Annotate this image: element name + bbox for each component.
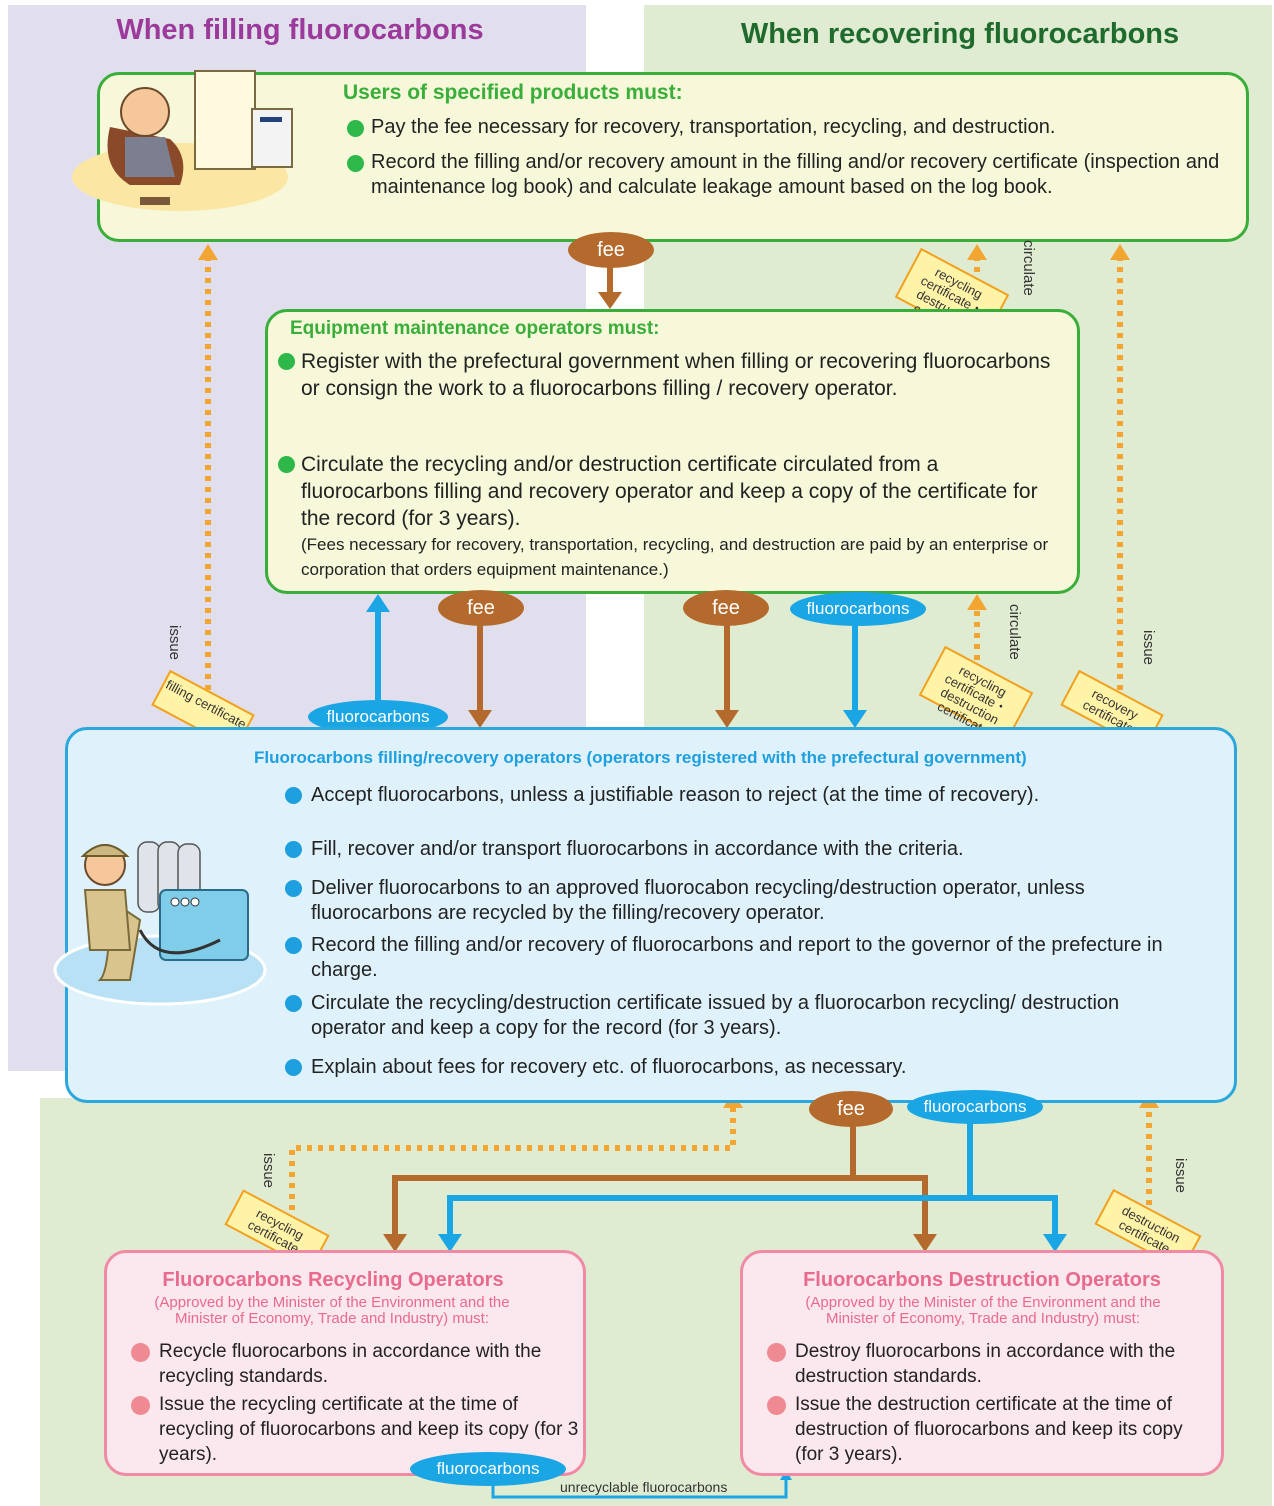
operators-item-4: Record the filling and/or recovery of fl…	[311, 934, 1163, 981]
unrecyclable-line	[491, 1478, 788, 1499]
unrecyclable-label: unrecyclable fluorocarbons	[560, 1479, 728, 1495]
fee-arrow-to-operators-right	[715, 622, 739, 728]
operators-item-3: Deliver fluorocarbons to an approved flu…	[311, 877, 1085, 924]
issue-label-bottom-right: issue	[1172, 1158, 1189, 1194]
operators-item-5: Circulate the recycling/destruction cert…	[311, 992, 1120, 1039]
users-bullet-icon	[347, 120, 364, 137]
users-item-1: Pay the fee necessary for recovery, tran…	[371, 116, 1056, 138]
operators-item-2: Fill, recover and/or transport fluorocar…	[311, 838, 964, 860]
filling-recovery-operators-box: Fluorocarbons filling/recovery operators…	[53, 727, 1237, 1103]
destruction-subtitle: (Approved by the Minister of the Environ…	[805, 1294, 1161, 1327]
recycling-item-1: Recycle fluorocarbons in accordance with…	[159, 1341, 542, 1387]
issue-label-right: issue	[1140, 630, 1157, 666]
fluorocarbons-badge-unrecyclable: fluorocarbons	[410, 1452, 566, 1486]
equipment-item-1: Register with the prefectural government…	[301, 350, 1051, 400]
fee-badge-users: fee	[568, 232, 654, 268]
fluorocarbons-badge-middle: fluorocarbons	[790, 592, 926, 626]
recycling-operators-box: Fluorocarbons Recycling Operators (Appro…	[104, 1250, 586, 1476]
operators-item-1: Accept fluorocarbons, unless a justifiab…	[311, 784, 1040, 806]
fee-arrow-users-to-equipment	[598, 265, 622, 309]
operators-item-6: Explain about fees for recovery etc. of …	[311, 1056, 907, 1078]
fee-arrow-equipment-to-operators	[468, 622, 492, 728]
users-title: Users of specified products must:	[343, 81, 683, 104]
users-item-2: Record the filling and/or recovery amoun…	[371, 151, 1220, 198]
recycling-subtitle: (Approved by the Minister of the Environ…	[154, 1294, 510, 1327]
equipment-bullet-icon	[278, 456, 295, 473]
fluorocarbons-arrow-down-to-operators	[843, 622, 867, 728]
operators-title: Fluorocarbons filling/recovery operators…	[254, 748, 1027, 767]
recycling-title: Fluorocarbons Recycling Operators	[162, 1269, 504, 1291]
equipment-box: Equipment maintenance operators must: Re…	[265, 309, 1080, 594]
filling-section-title: When filling fluorocarbons	[116, 14, 484, 46]
operators-bullet-icon	[285, 880, 302, 897]
recycling-bullet-icon	[131, 1396, 150, 1415]
operators-bullet-icon	[285, 1059, 302, 1076]
destruction-operators-box: Fluorocarbons Destruction Operators (App…	[740, 1250, 1224, 1476]
operators-bullet-icon	[285, 995, 302, 1012]
fee-badge-bottom: fee	[809, 1091, 893, 1127]
equipment-title: Equipment maintenance operators must:	[290, 318, 660, 339]
equipment-item-2: Circulate the recycling and/or destructi…	[301, 453, 1038, 530]
issue-label-left: issue	[166, 625, 183, 661]
destruction-title: Fluorocarbons Destruction Operators	[803, 1269, 1161, 1291]
users-bullet-icon	[347, 155, 364, 172]
fee-badge-left: fee	[438, 590, 524, 626]
destruction-bullet-icon	[767, 1396, 786, 1415]
users-box: Users of specified products must: Pay th…	[72, 70, 1249, 242]
destruction-item-1: Destroy fluorocarbons in accordance with…	[795, 1341, 1176, 1387]
issue-label-bottom-left: issue	[260, 1153, 277, 1189]
circulate-label-top: circulate	[1020, 240, 1037, 296]
operators-bullet-icon	[285, 937, 302, 954]
recycling-item-2: Issue the recycling certificate at the t…	[159, 1394, 579, 1465]
fee-routing-to-recycling-and-destruction	[392, 1125, 928, 1236]
destruction-item-2: Issue the destruction certificate at the…	[795, 1394, 1183, 1465]
operators-bullet-icon	[285, 841, 302, 858]
fluorocarbons-badge-bottom: fluorocarbons	[907, 1090, 1043, 1124]
fee-badge-right: fee	[683, 590, 769, 626]
equipment-bullet-icon	[278, 353, 295, 370]
user-person-illustration	[72, 70, 293, 211]
recycling-bullet-icon	[131, 1343, 150, 1362]
recovery-section-title: When recovering fluorocarbons	[740, 18, 1180, 50]
operators-bullet-icon	[285, 787, 302, 804]
fluorocarbons-routing-to-recycling-and-destruction	[447, 1120, 1058, 1236]
destruction-bullet-icon	[767, 1343, 786, 1362]
circulate-label-middle: circulate	[1006, 604, 1023, 660]
equipment-note: (Fees necessary for recovery, transporta…	[301, 535, 1049, 579]
fluorocarbons-arrow-up-to-equipment	[366, 594, 390, 700]
worker-illustration	[53, 841, 267, 1006]
issue-recycling-certificate-line	[289, 1108, 736, 1210]
